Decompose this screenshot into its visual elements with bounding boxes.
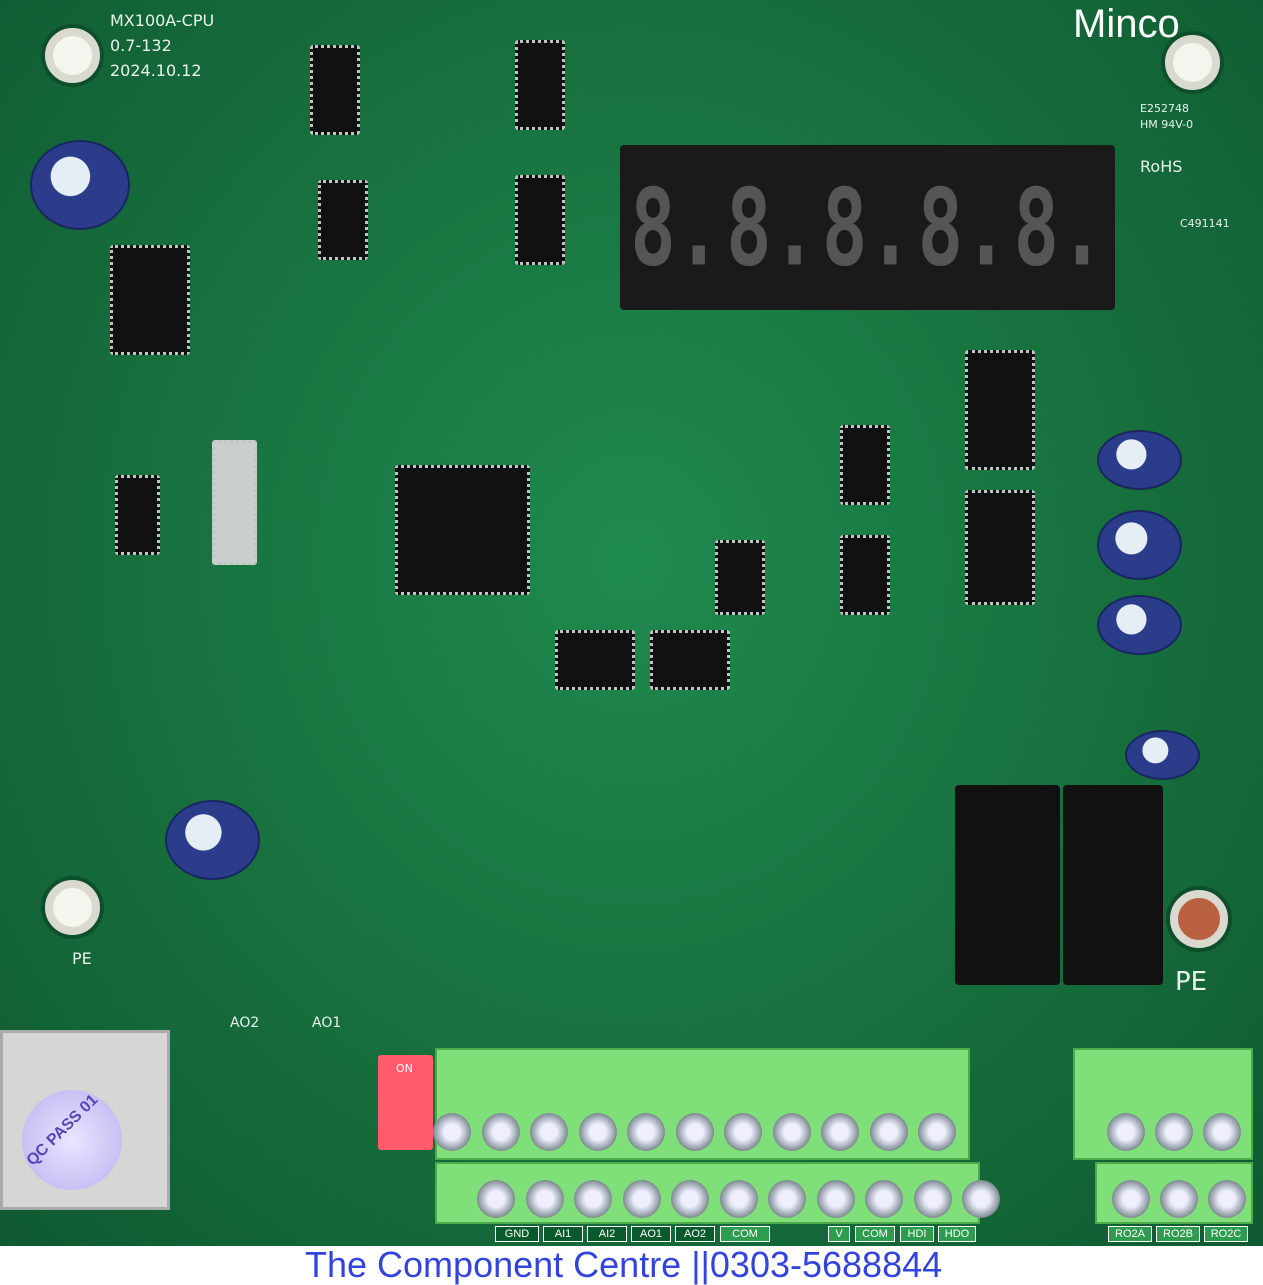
terminal-screw[interactable] (1208, 1180, 1246, 1218)
board-version: 0.7-132 (110, 36, 172, 55)
terminal-screw[interactable] (627, 1113, 665, 1151)
terminal-screw[interactable] (530, 1113, 568, 1151)
terminal-screw[interactable] (768, 1180, 806, 1218)
terminal-label: COM (720, 1226, 770, 1242)
terminal-label: V (828, 1226, 850, 1242)
terminal-screw[interactable] (772, 1113, 811, 1151)
display-digit: 8. (917, 164, 1010, 290)
terminal-label: GND (495, 1226, 539, 1242)
ic-chip (110, 245, 190, 355)
terminal-screw[interactable] (574, 1180, 612, 1218)
board-model: MX100A-CPU (110, 11, 215, 30)
capacitor (1097, 430, 1182, 490)
terminal-screw[interactable] (671, 1180, 709, 1218)
ic-chip (115, 475, 160, 555)
terminal-screw[interactable] (913, 1180, 952, 1218)
terminal-screw[interactable] (1203, 1113, 1241, 1151)
terminal-screw[interactable] (1112, 1180, 1150, 1218)
ic-chip (650, 630, 730, 690)
terminal-screw[interactable] (724, 1113, 762, 1151)
ic-chip (840, 425, 890, 505)
terminal-label: AO2 (675, 1226, 715, 1242)
terminal-screw[interactable] (622, 1180, 661, 1218)
terminal-screw[interactable] (821, 1113, 859, 1151)
ic-chip (840, 535, 890, 615)
mounting-hole (1165, 35, 1220, 90)
cert-rating: HM 94V-0 (1140, 118, 1194, 131)
capacitor (1125, 730, 1200, 780)
ic-chip (965, 490, 1035, 605)
display-digit: 8. (821, 164, 914, 290)
terminal-label: AO1 (631, 1226, 671, 1242)
ic-chip (318, 180, 368, 260)
terminal-screw[interactable] (719, 1180, 758, 1218)
dip-switch[interactable]: ON (378, 1055, 433, 1150)
terminal-label: HDI (900, 1226, 934, 1242)
microcontroller-chip (395, 465, 530, 595)
capacitor (165, 800, 260, 880)
terminal-screw[interactable] (477, 1180, 515, 1218)
display-digit: 8. (725, 164, 818, 290)
board-date: 2024.10.12 (110, 61, 202, 80)
mounting-hole (1170, 890, 1228, 948)
crystal-oscillator (212, 440, 257, 565)
terminal-screw[interactable] (962, 1180, 1000, 1218)
pe-label: PE (1175, 967, 1208, 997)
pe-label: PE (72, 949, 92, 968)
ic-chip (965, 350, 1035, 470)
relay-label: RO2B (1156, 1226, 1200, 1242)
terminal-screw[interactable] (481, 1113, 520, 1151)
brand-watermark: Minco (1073, 2, 1180, 46)
terminal-screw[interactable] (525, 1180, 564, 1218)
display-digit: 8. (1013, 164, 1105, 290)
relay-label: RO2C (1204, 1226, 1248, 1242)
capacitor (30, 140, 130, 230)
mounting-hole (45, 28, 100, 83)
terminal-screw[interactable] (918, 1113, 956, 1151)
display-digit: 8. (630, 164, 722, 290)
pcb-board: MX100A-CPU 0.7-132 2024.10.12 Minco E252… (0, 0, 1263, 1246)
terminal-screw[interactable] (816, 1180, 855, 1218)
jumper-label: AO1 (312, 1015, 342, 1031)
caption-watermark: The Component Centre ||0303-5688844 (305, 1244, 943, 1285)
terminal-label: AI2 (587, 1226, 627, 1242)
terminal-screw[interactable] (869, 1113, 908, 1151)
dip-label: ON (396, 1062, 413, 1075)
ic-chip (715, 540, 765, 615)
cert-code: C491141 (1180, 217, 1230, 230)
ic-chip (515, 175, 565, 265)
relay (955, 785, 1060, 985)
terminal-screw[interactable] (1107, 1113, 1145, 1151)
capacitor (1097, 595, 1182, 655)
relay (1063, 785, 1163, 985)
seven-segment-display: 8. 8. 8. 8. 8. (620, 145, 1115, 310)
terminal-screw[interactable] (865, 1180, 903, 1218)
terminal-screw[interactable] (675, 1113, 714, 1151)
cert-rohs: RoHS (1140, 157, 1183, 176)
capacitor (1097, 510, 1182, 580)
terminal-screw[interactable] (1160, 1180, 1198, 1218)
relay-label: RO2A (1108, 1226, 1152, 1242)
jumper-label: AO2 (230, 1015, 260, 1031)
mounting-hole (45, 880, 100, 935)
ic-chip (515, 40, 565, 130)
ic-chip (555, 630, 635, 690)
terminal-label: HDO (938, 1226, 976, 1242)
terminal-label: AI1 (543, 1226, 583, 1242)
terminal-screw[interactable] (1155, 1113, 1193, 1151)
cert-ul: E252748 (1140, 102, 1189, 115)
ic-chip (310, 45, 360, 135)
terminal-label: COM (855, 1226, 895, 1242)
terminal-screw[interactable] (578, 1113, 617, 1151)
terminal-screw[interactable] (433, 1113, 471, 1151)
